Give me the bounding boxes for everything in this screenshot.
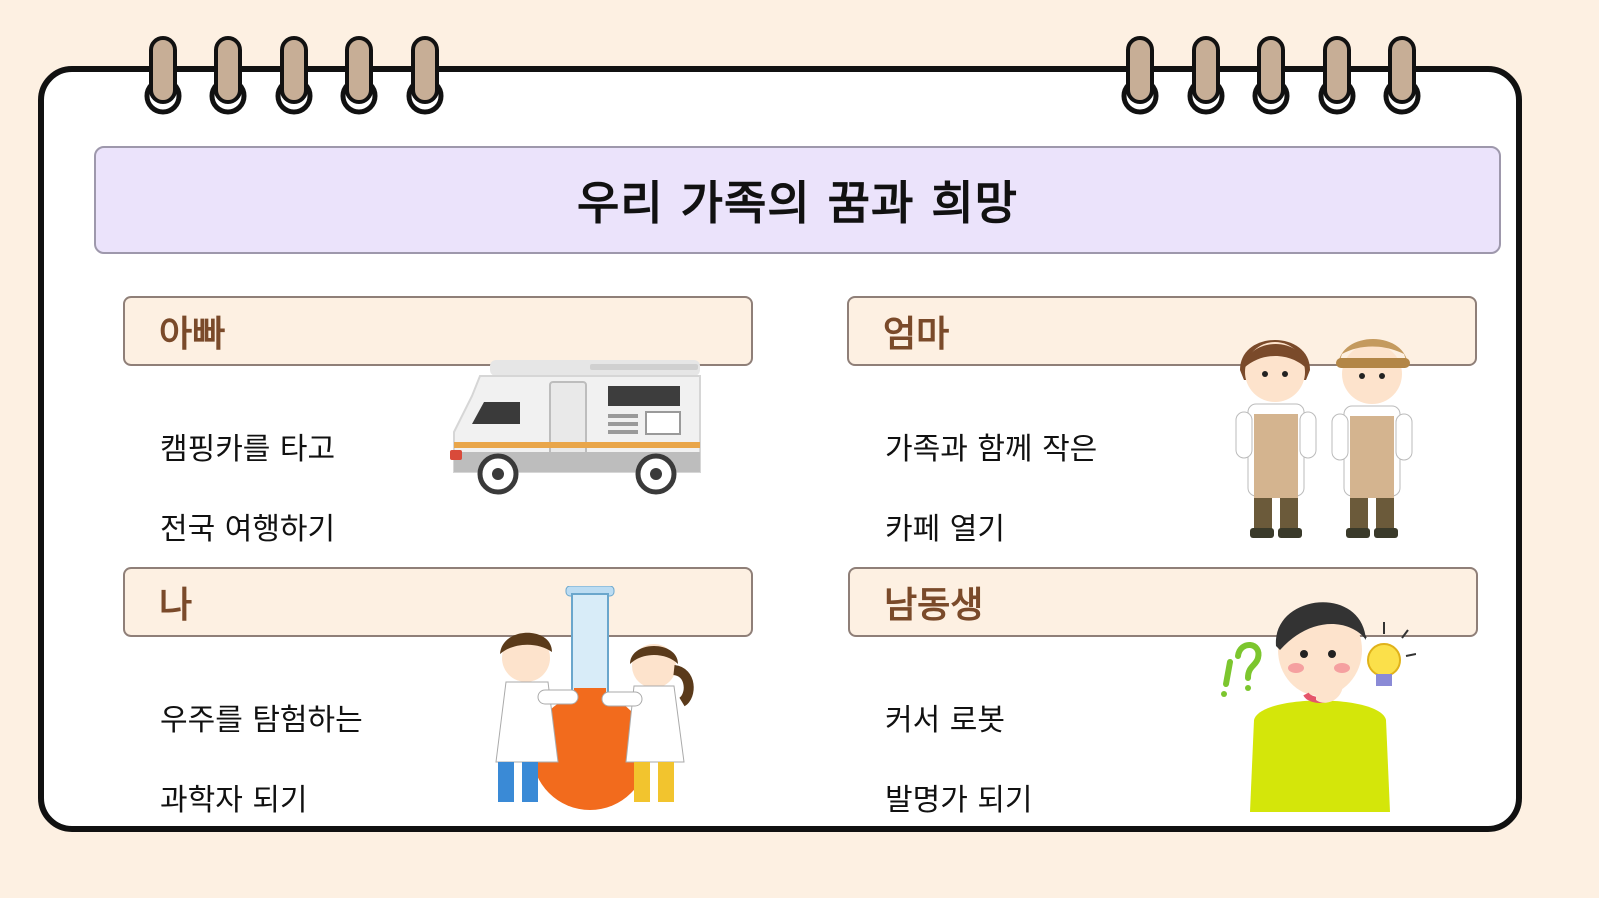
dream-line: 발명가 되기 <box>885 783 1033 818</box>
spiral-ring-icon <box>1318 36 1356 115</box>
member-name: 아빠 <box>159 314 226 355</box>
member-dream-mom: 가족과 함께 작은 카페 열기 <box>885 390 1097 590</box>
member-dream-me: 우주를 탐험하는 과학자 되기 <box>160 661 363 861</box>
dream-line: 과학자 되기 <box>160 783 308 818</box>
member-dream-dad: 캠핑카를 타고 전국 여행하기 <box>160 390 335 590</box>
dream-line: 가족과 함께 작은 <box>885 432 1098 467</box>
spiral-ring-icon <box>1187 36 1225 115</box>
spiral-ring-icon <box>1252 36 1290 115</box>
member-dream-brother: 커서 로봇 발명가 되기 <box>885 661 1033 861</box>
member-name: 남동생 <box>884 585 984 626</box>
dream-line: 전국 여행하기 <box>160 512 336 547</box>
spiral-ring-icon <box>340 36 378 115</box>
scientists-flask-icon <box>495 586 694 810</box>
page-title: 우리 가족의 꿈과 희망 <box>577 176 1018 230</box>
spiral-ring-icon <box>144 36 182 115</box>
member-label-dad: 아빠 <box>123 296 753 366</box>
member-name: 엄마 <box>883 314 950 355</box>
dream-line: 우주를 탐험하는 <box>160 703 363 738</box>
member-label-me: 나 <box>123 567 753 637</box>
title-banner: 우리 가족의 꿈과 희망 <box>94 146 1501 254</box>
spiral-ring-icon <box>209 36 247 115</box>
barista-couple-icon <box>1235 339 1413 538</box>
thinking-boy-icon <box>1221 602 1416 812</box>
spiral-ring-icon <box>1121 36 1159 115</box>
dream-line: 커서 로봇 <box>885 703 1005 738</box>
dream-line: 카페 열기 <box>885 512 1005 547</box>
member-label-brother: 남동생 <box>848 567 1478 637</box>
member-name: 나 <box>159 585 193 626</box>
dream-line: 캠핑카를 타고 <box>160 432 336 467</box>
spiral-ring-icon <box>275 36 313 115</box>
spiral-ring-icon <box>406 36 444 115</box>
spiral-ring-icon <box>1383 36 1421 115</box>
camper-van-icon <box>450 360 701 495</box>
